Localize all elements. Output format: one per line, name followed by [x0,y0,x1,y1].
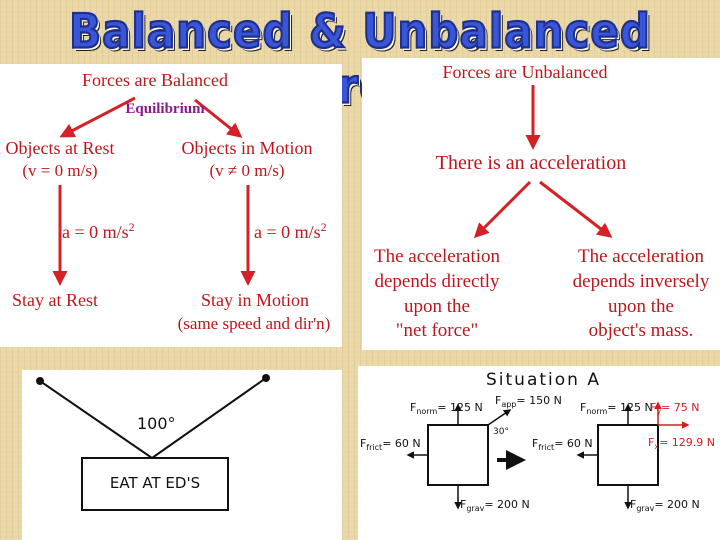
stay-at-rest-label: Stay at Rest [12,290,98,310]
right-grav-label: Fgrav= 200 N [630,498,700,513]
right-fx-sub: x [654,442,660,452]
inverse-line-3: upon the [608,296,674,317]
arrow-to-motion [194,98,243,138]
left-grav-value: = 200 N [484,498,530,511]
right-frict-symbol: F [532,437,539,450]
situation-title: Situation A [486,370,601,390]
equilibrium-label: Equilibrium [125,101,205,117]
forces-unbalanced-heading: Forces are Unbalanced [442,62,608,82]
right-norm-sub: norm [586,407,608,417]
left-grav-sub: grav [466,504,485,514]
right-norm-label: Fnorm= 125 N [580,401,653,416]
direct-line-2: depends directly [374,271,500,292]
unbalanced-panel [362,58,720,350]
objects-in-motion-label: Objects in Motion [181,138,313,158]
acceleration-statement: There is an acceleration [435,152,627,174]
right-cable [151,377,267,459]
sign-board [81,457,229,511]
left-anchor [36,377,44,385]
left-norm-symbol: F [410,401,417,414]
right-fx-value: = 129.9 N [659,436,715,449]
direct-line-4: "net force" [395,320,479,341]
left-app-symbol: F [495,394,502,407]
left-app-arrow [487,409,512,426]
accel-left-text: a = 0 m/s [62,222,129,242]
left-app-value: = 150 N [516,394,562,407]
right-fx-label: Fx= 129.9 N [648,436,715,451]
accel-right-exponent: 2 [320,220,327,234]
left-norm-value: = 125 N [437,401,483,414]
left-grav-label: Fgrav= 200 N [460,498,530,513]
right-fy-sub: y [656,407,662,417]
right-fy-symbol: F [650,401,657,414]
right-norm-symbol: F [580,401,587,414]
right-frict-value: = 60 N [554,437,593,450]
right-grav-value: = 200 N [654,498,700,511]
accel-left-exponent: 2 [128,220,135,234]
left-app-label: Fapp= 150 N [495,394,562,409]
accel-left-label: a = 0 m/s2 [62,220,135,243]
situation-panel [358,366,720,540]
left-cable [39,380,153,459]
sign-angle-label: 100° [137,414,176,433]
accel-right-label: a = 0 m/s2 [254,220,327,243]
balanced-panel [0,64,342,347]
left-angle-label: 30° [493,427,509,437]
inverse-line-4: object's mass. [588,320,694,341]
right-grav-sub: grav [636,504,655,514]
motion-velocity-label: (v ≠ 0 m/s) [209,161,285,180]
objects-at-rest-label: Objects at Rest [5,138,115,158]
right-fy-value: = 75 N [661,401,700,414]
left-norm-sub: norm [416,407,438,417]
arrow-to-rest [59,96,136,138]
direct-line-3: upon the [404,296,470,317]
sign-text: EAT AT ED'S [109,474,201,492]
left-frict-value: = 60 N [382,437,421,450]
right-grav-symbol: F [630,498,637,511]
stay-in-motion-label: Stay in Motion [200,290,309,310]
arrow-to-direct [473,180,532,239]
rest-velocity-label: (v = 0 m/s) [22,161,98,180]
arrow-to-inverse [539,180,613,238]
left-box [427,424,489,486]
right-anchor [262,374,270,382]
left-frict-symbol: F [360,437,367,450]
inverse-line-2: depends inversely [572,271,710,292]
right-box [597,424,659,486]
accel-right-text: a = 0 m/s [254,222,321,242]
left-frict-label: Ffrict= 60 N [360,437,421,452]
left-frict-sub: frict [366,443,383,453]
inverse-line-1: The acceleration [577,246,705,267]
direct-line-1: The acceleration [373,246,501,267]
right-fx-symbol: F [648,436,655,449]
forces-balanced-heading: Forces are Balanced [82,70,228,90]
stay-in-motion-detail: (same speed and dir'n) [177,314,331,333]
right-frict-label: Ffrict= 60 N [532,437,593,452]
left-grav-symbol: F [460,498,467,511]
right-frict-sub: frict [538,443,555,453]
right-fy-label: Fy= 75 N [650,401,700,416]
left-norm-label: Fnorm= 125 N [410,401,483,416]
sign-panel [22,370,342,540]
right-norm-value: = 125 N [607,401,653,414]
left-app-sub: app [501,400,517,410]
